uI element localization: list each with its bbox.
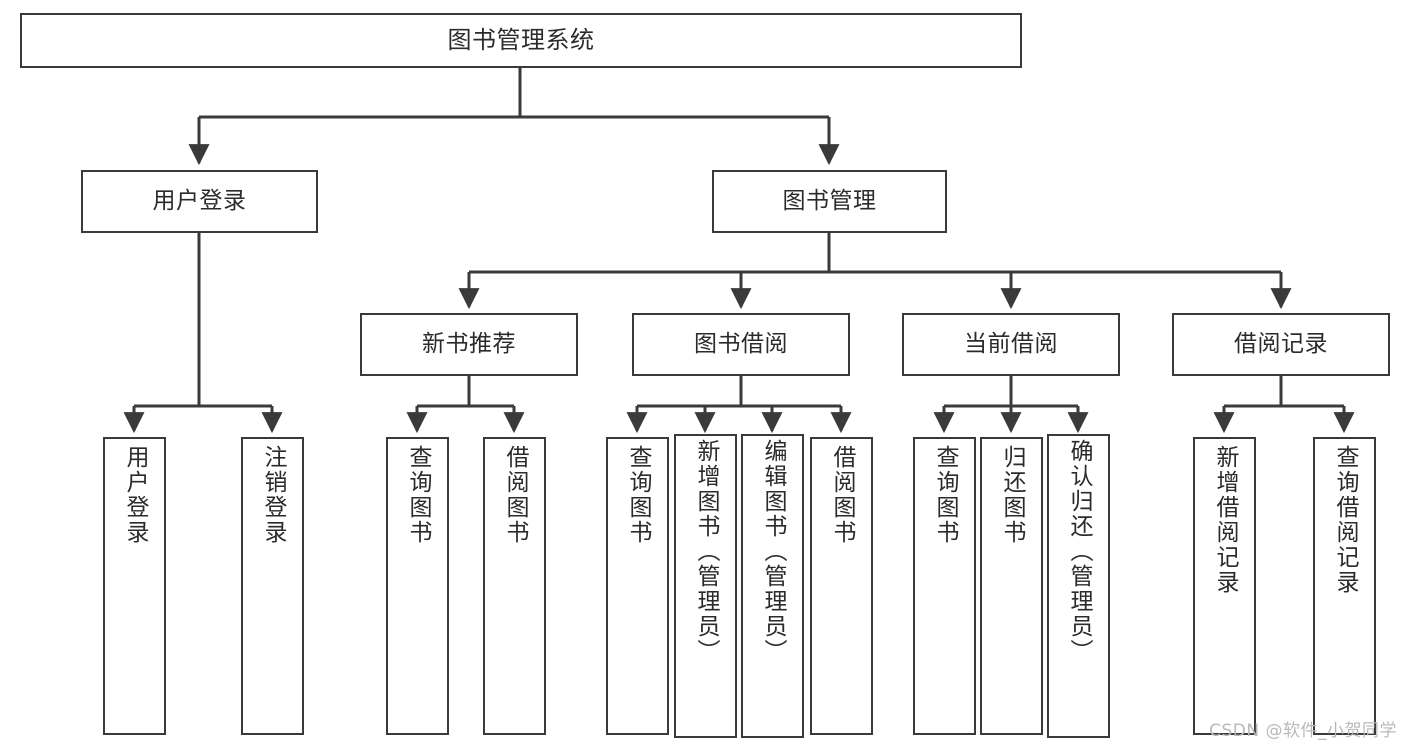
node-label: 查询图书: [405, 445, 431, 545]
leaf-add-record[interactable]: 新增借阅记录: [1193, 437, 1256, 735]
node-label: 借阅图书: [829, 445, 855, 545]
node-user-login[interactable]: 用户登录: [81, 170, 318, 233]
node-label: 图书管理系统: [447, 26, 595, 55]
node-current-borrow[interactable]: 当前借阅: [902, 313, 1120, 376]
node-label: 注销登录: [260, 445, 286, 545]
node-label: 借阅图书: [502, 445, 528, 545]
node-label: 新增图书（管理员）: [693, 439, 719, 664]
leaf-add-book[interactable]: 新增图书（管理员）: [674, 434, 737, 738]
node-label: 查询图书: [625, 445, 651, 545]
csdn-watermark: CSDN @软件_小贺同学: [1209, 721, 1397, 741]
node-book-borrow[interactable]: 图书借阅: [632, 313, 850, 376]
node-label: 用户登录: [152, 187, 247, 214]
leaf-query-record[interactable]: 查询借阅记录: [1313, 437, 1376, 735]
leaf-query-book-1[interactable]: 查询图书: [386, 437, 449, 735]
node-root-system[interactable]: 图书管理系统: [20, 13, 1022, 68]
node-book-manage[interactable]: 图书管理: [712, 170, 947, 233]
leaf-user-login[interactable]: 用户登录: [103, 437, 166, 735]
node-new-book-rec[interactable]: 新书推荐: [360, 313, 578, 376]
node-label: 用户登录: [122, 445, 148, 545]
node-label: 图书借阅: [694, 330, 788, 357]
leaf-query-book-3[interactable]: 查询图书: [913, 437, 976, 735]
leaf-borrow-book-2[interactable]: 借阅图书: [810, 437, 873, 735]
node-label: 图书管理: [782, 187, 877, 214]
leaf-borrow-book-1[interactable]: 借阅图书: [483, 437, 546, 735]
node-label: 新书推荐: [422, 330, 516, 357]
node-label: 新增借阅记录: [1212, 445, 1238, 595]
leaf-query-book-2[interactable]: 查询图书: [606, 437, 669, 735]
node-label: 当前借阅: [964, 330, 1058, 357]
node-label: 查询借阅记录: [1332, 445, 1358, 595]
node-label: 查询图书: [932, 445, 958, 545]
node-label: 借阅记录: [1234, 330, 1328, 357]
node-borrow-record[interactable]: 借阅记录: [1172, 313, 1390, 376]
leaf-edit-book[interactable]: 编辑图书（管理员）: [741, 434, 804, 738]
leaf-logout-login[interactable]: 注销登录: [241, 437, 304, 735]
node-label: 确认归还（管理员）: [1066, 439, 1092, 664]
node-label: 编辑图书（管理员）: [760, 439, 786, 664]
leaf-return-book[interactable]: 归还图书: [980, 437, 1043, 735]
node-label: 归还图书: [999, 445, 1025, 545]
leaf-confirm-return[interactable]: 确认归还（管理员）: [1047, 434, 1110, 738]
